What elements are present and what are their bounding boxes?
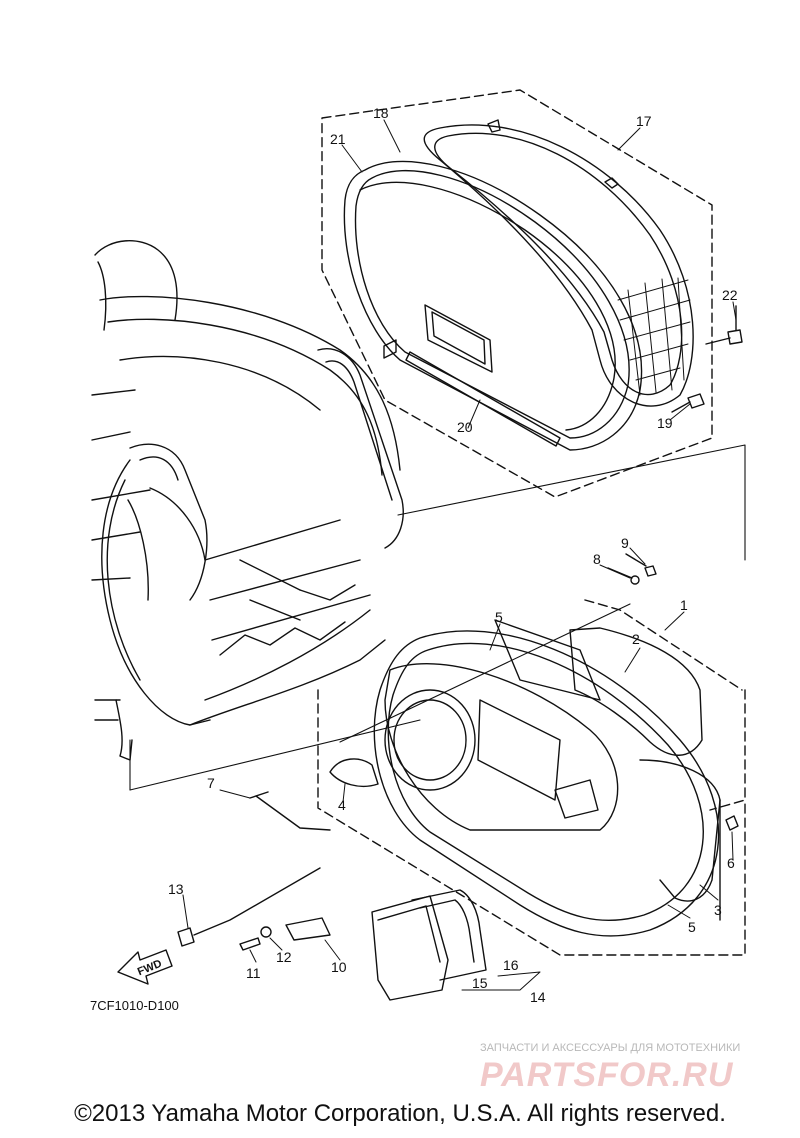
part-label-15: 15	[472, 975, 488, 991]
part-15-cover	[371, 895, 449, 1001]
part-label-1: 1	[680, 597, 688, 613]
part-label-21: 21	[330, 131, 346, 147]
part-10-pad	[285, 917, 331, 941]
assembly-guide-lines	[129, 444, 746, 791]
hull-frame-structure	[91, 240, 404, 761]
part-21-tab	[383, 339, 397, 359]
part-label-16: 16	[503, 957, 519, 973]
part-label-4: 4	[338, 797, 346, 813]
part-label-5-upper: 5	[495, 609, 503, 625]
part-label-18: 18	[373, 105, 389, 121]
part-label-13: 13	[168, 881, 184, 897]
part-label-6: 6	[727, 855, 735, 871]
leader-lines	[182, 119, 737, 991]
part-label-10: 10	[331, 959, 347, 975]
part-label-9: 9	[621, 535, 629, 551]
drawing-code: 7CF1010-D100	[90, 998, 179, 1013]
part-label-3: 3	[714, 902, 722, 918]
part-label-12: 12	[276, 949, 292, 965]
part-12-washer	[260, 926, 272, 938]
part-9-nut	[644, 565, 657, 577]
part-22-screw	[705, 305, 743, 345]
part-label-2: 2	[632, 631, 640, 647]
part-2-pad	[569, 627, 703, 756]
part-label-5-lower: 5	[688, 919, 696, 935]
part-label-17: 17	[636, 113, 652, 129]
part-18-gasket	[359, 181, 616, 431]
part-label-11: 11	[246, 965, 261, 981]
part-13-cable	[177, 867, 321, 947]
part-label-19: 19	[657, 415, 673, 431]
part-label-20: 20	[457, 419, 473, 435]
part-8-washer	[630, 575, 640, 585]
part-label-7: 7	[207, 775, 215, 791]
part-3-side-cover	[639, 759, 721, 902]
upper-assembly-dashed-box	[321, 89, 713, 498]
part-7-rod	[249, 791, 331, 831]
watermark-tagline: ЗАПЧАСТИ И АКСЕССУАРЫ ДЛЯ МОТОТЕХНИКИ	[480, 1042, 741, 1054]
part-label-14: 14	[530, 989, 546, 1005]
copyright-notice: ©2013 Yamaha Motor Corporation, U.S.A. A…	[74, 1100, 726, 1127]
part-4-plate	[329, 758, 379, 788]
part-5-housing-outer	[373, 630, 721, 937]
part-label-22: 22	[722, 287, 738, 303]
part-16-gasket	[411, 889, 487, 981]
exploded-parts-diagram: 1 2 3 4 5 5 6 7 8 9 10 11 12 13 14 15 16…	[90, 89, 746, 1013]
fwd-arrow-icon	[117, 949, 173, 985]
part-20-strip	[405, 351, 561, 447]
watermark-brand-logo: PARTSFOR.RU	[480, 1056, 734, 1094]
part-6-clip	[725, 815, 739, 831]
lower-assembly-dashed-box	[317, 689, 746, 956]
part-label-8: 8	[593, 551, 601, 567]
part-5-housing-inner	[384, 619, 619, 831]
part-11-screw	[239, 937, 261, 951]
part-19-clip	[671, 393, 705, 413]
part-17-lid-frame	[423, 119, 694, 407]
part-21-seal-ring	[343, 160, 643, 451]
